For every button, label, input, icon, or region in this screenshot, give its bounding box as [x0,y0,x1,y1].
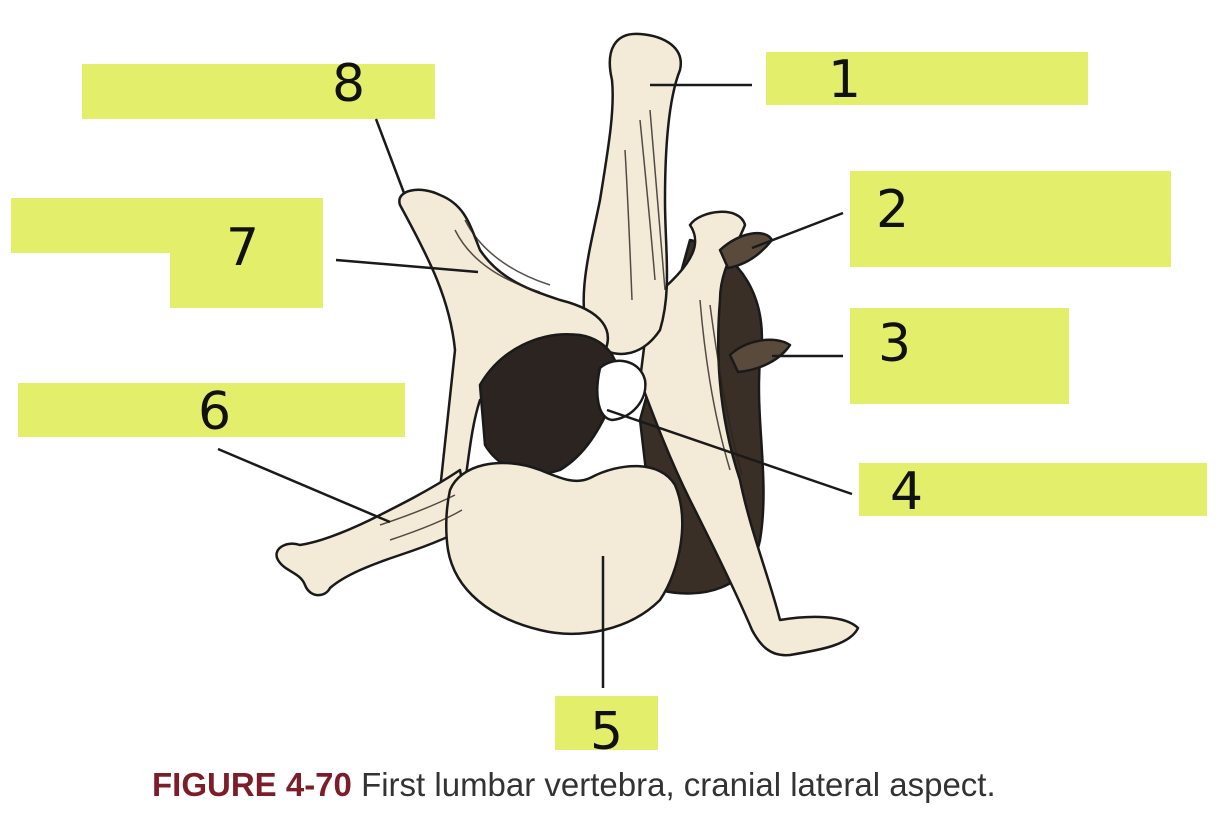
label-number-5: 5 [590,702,624,762]
label-box-7b [170,198,323,308]
spinous-process [582,32,683,356]
label-number-6: 6 [198,382,232,442]
label-number-2: 2 [876,180,910,240]
figure-caption: FIGURE 4-70 First lumbar vertebra, crani… [152,768,1212,801]
label-number-8: 8 [332,54,366,114]
label-box-6 [18,383,405,437]
label-box-5 [555,696,658,750]
leader-line-2 [751,211,844,250]
vertebral-body [445,461,684,635]
label-number-4: 4 [890,462,924,522]
figure-number: FIGURE 4-70 [152,766,352,803]
leader-line-8 [374,118,406,194]
accessory-process [728,338,792,374]
label-number-7: 7 [226,218,260,278]
leader-line-7 [335,258,479,274]
label-box-4 [859,463,1207,516]
label-box-2 [850,171,1171,267]
leader-line-4 [606,408,853,496]
vertebral-foramen-opening [596,359,647,422]
figure-caption-text: First lumbar vertebra, cranial lateral a… [361,766,996,803]
right-lamina [638,210,860,657]
label-box-8 [82,64,435,119]
left-transverse-process [275,468,472,597]
label-box-3 [850,308,1069,404]
label-box-1 [766,52,1088,105]
label-number-3: 3 [878,314,912,374]
label-number-1: 1 [828,50,862,110]
leader-line-6 [217,447,391,524]
